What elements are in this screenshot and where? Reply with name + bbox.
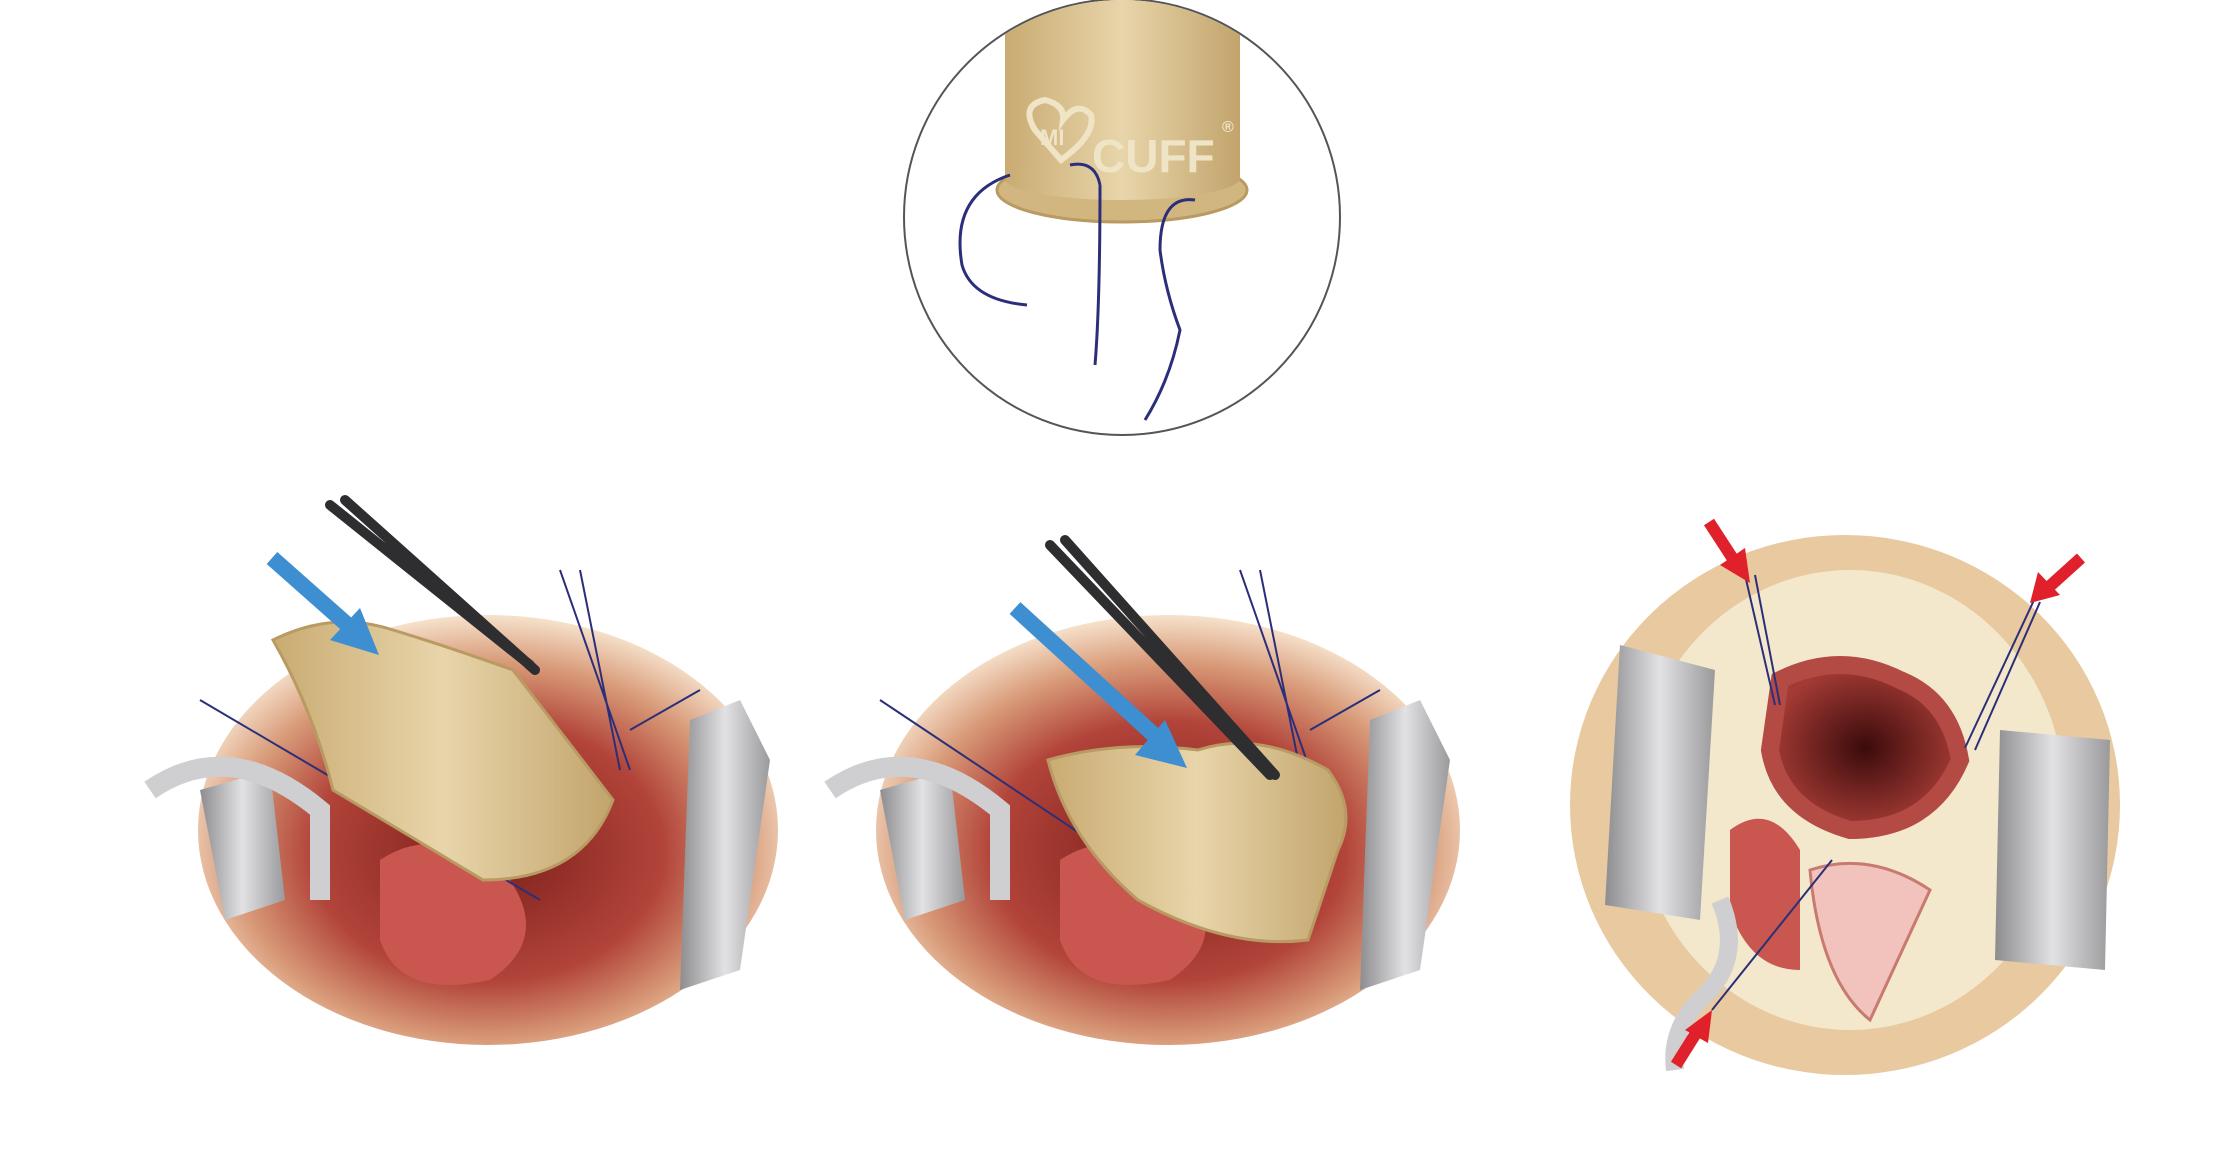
heart-tissue [1730,818,1800,970]
logo-registered-mark: ® [1222,119,1234,136]
cuff-tube [1005,0,1240,180]
suture-threads [1711,574,2041,1011]
blue-arrow [266,552,379,655]
forceps [325,495,540,675]
logo-monogram: MI [1040,125,1064,150]
forceps [1045,535,1280,780]
valve-leaflets [1760,656,1970,840]
retractor-left [200,770,285,920]
logo-brand: CUFF [1092,130,1215,182]
mi-cuff-logo: MI CUFF ® [1026,96,1234,182]
red-arrow-top-left [1703,518,1750,583]
red-arrow-bottom-left [1670,1010,1712,1069]
blue-arrow [1009,602,1187,768]
retractor-left [880,770,965,920]
insertion-step-2-panel [824,535,1460,1045]
mi-cuff-graft [1808,861,1932,1023]
retractor-right [680,700,770,990]
cannula [824,756,1010,900]
cuff-detail-panel: MI CUFF ® [903,0,1341,436]
suture-threads [958,162,1196,421]
retractor-right [1360,700,1450,990]
cannula [144,756,330,900]
insertion-step-1-panel [144,495,778,1045]
retractor-left [1605,645,1715,920]
red-arrow-top-right [2030,553,2086,603]
cannula [1665,896,1738,1072]
retractor-right [1995,730,2110,970]
suture-threads [879,569,1381,901]
valve-result-panel [1570,518,2120,1075]
